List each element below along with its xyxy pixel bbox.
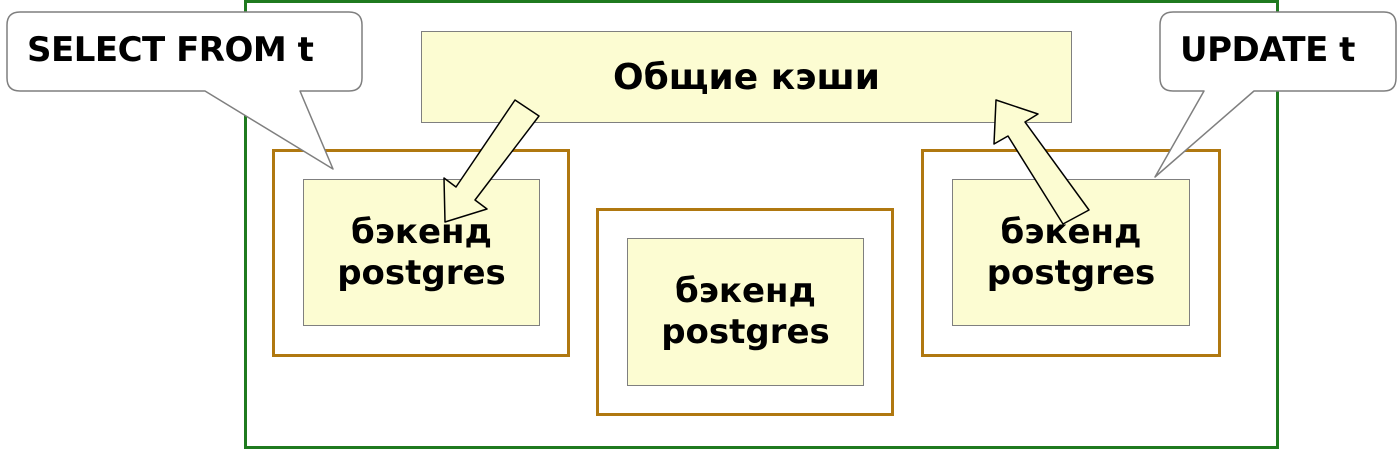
backend-label-line2: postgres	[986, 252, 1156, 293]
backend-label-line1: бэкенд	[675, 271, 816, 311]
read-arrow	[443, 99, 540, 223]
backend-label-line2: postgres	[337, 252, 506, 293]
backend-label-line2: postgres	[661, 312, 830, 352]
callout-right-text: UPDATE t	[1180, 30, 1355, 70]
backend-box-1: бэкенд postgres	[303, 179, 540, 326]
server-frame	[244, 0, 1279, 449]
shared-cache-label: Общие кэши	[613, 56, 880, 98]
backend-box-2: бэкенд postgres	[627, 238, 864, 386]
write-arrow	[993, 99, 1090, 225]
callout-right-shape	[1154, 11, 1397, 178]
callout-left-text: SELECT FROM t	[27, 30, 314, 70]
backend-label-line1: бэкенд	[351, 211, 492, 252]
shared-cache-box: Общие кэши	[421, 31, 1072, 123]
callout-left-shape	[6, 11, 363, 170]
